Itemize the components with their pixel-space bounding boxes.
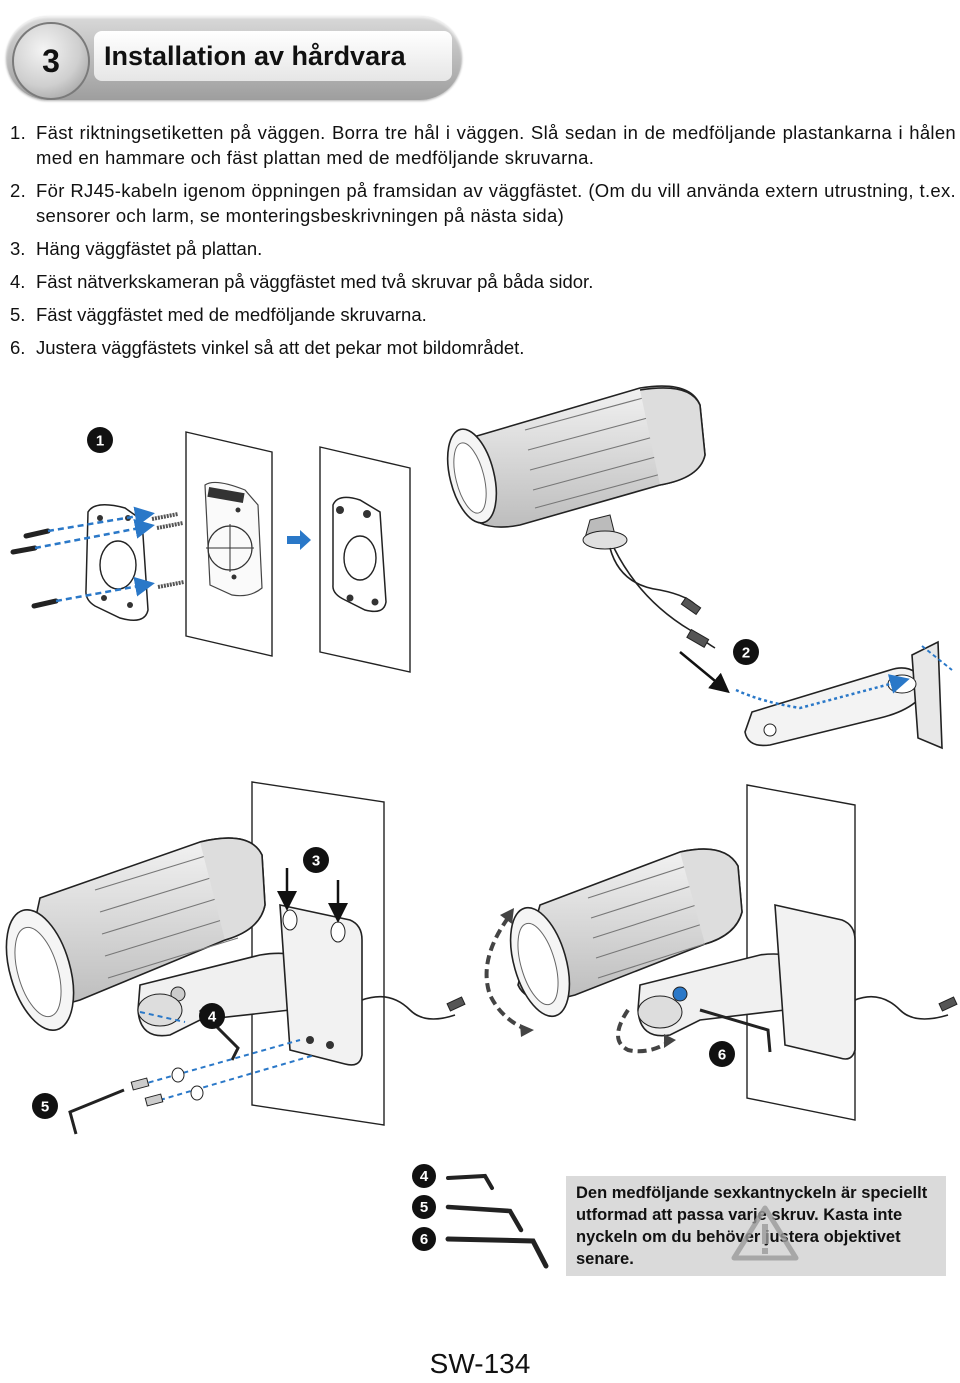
legend-key-5: 5 bbox=[412, 1195, 524, 1233]
hex-key-small-icon bbox=[446, 1173, 494, 1190]
step1-wall-right bbox=[319, 446, 411, 673]
step1-blue-guide-lines bbox=[34, 506, 155, 603]
step-3: 3.Häng väggfästet på plattan. bbox=[10, 238, 263, 259]
section-number-badge: 3 bbox=[12, 22, 90, 100]
step-4: 4.Fäst nätverkskameran på väggfästet med… bbox=[10, 271, 594, 292]
step6-bracket bbox=[637, 903, 958, 1060]
step2-camera bbox=[446, 385, 706, 550]
callout-2: 2 bbox=[733, 639, 759, 665]
step3-bracket bbox=[137, 903, 363, 1066]
rotate-arrowhead-bottom-icon bbox=[520, 1024, 534, 1037]
step3-camera bbox=[5, 837, 266, 1031]
step2-pointer-arrow bbox=[679, 651, 730, 694]
svg-text:5: 5 bbox=[420, 1199, 428, 1216]
hex-key-large-icon bbox=[445, 1236, 549, 1269]
step-5: 5.Fäst väggfästet med de medföljande skr… bbox=[10, 304, 427, 325]
section-title: Installation av hårdvara bbox=[94, 31, 452, 81]
callout-1: 1 bbox=[87, 427, 113, 453]
callout-3: 3 bbox=[303, 847, 329, 873]
svg-text:2: 2 bbox=[742, 645, 750, 662]
step2-blue-cable-path bbox=[735, 674, 910, 710]
step1-wall-left bbox=[185, 431, 273, 657]
legend-key-4: 4 bbox=[412, 1164, 494, 1190]
next-step-arrow-icon bbox=[287, 530, 311, 550]
instruction-list: 1.Fäst riktningsetiketten på väggen. Bor… bbox=[10, 120, 956, 368]
page-code: SW-134 bbox=[429, 1348, 531, 1379]
step-6: 6.Justera väggfästets vinkel så att det … bbox=[10, 337, 525, 358]
step2-cable bbox=[609, 547, 716, 649]
callout-6: 6 bbox=[709, 1041, 735, 1067]
svg-text:4: 4 bbox=[208, 1009, 217, 1026]
step5-screws-and-washers bbox=[68, 1067, 204, 1135]
step1-mount-plate bbox=[85, 504, 149, 621]
step3-cable bbox=[361, 995, 466, 1020]
svg-text:1: 1 bbox=[96, 433, 104, 450]
callout-4: 4 bbox=[199, 1003, 225, 1029]
hex-key-icon bbox=[68, 1088, 125, 1135]
step-1: 1.Fäst riktningsetiketten på väggen. Bor… bbox=[10, 122, 956, 168]
svg-text:5: 5 bbox=[41, 1099, 49, 1116]
step-2: 2.För RJ45-kabeln igenom öppningen på fr… bbox=[10, 180, 956, 226]
rotate-arrowhead-side-icon bbox=[664, 1034, 676, 1048]
callout-5: 5 bbox=[32, 1093, 58, 1119]
step1-screws bbox=[10, 512, 185, 609]
svg-text:4: 4 bbox=[420, 1168, 429, 1185]
hex-key-medium-icon bbox=[445, 1204, 524, 1233]
note-text: Den medföljande sexkantnyckeln är specie… bbox=[576, 1184, 928, 1268]
warning-icon bbox=[731, 1205, 799, 1261]
step4-blue-guide-lines bbox=[139, 1011, 316, 1101]
step6-camera bbox=[509, 848, 743, 1018]
svg-text:3: 3 bbox=[312, 853, 320, 870]
rotate-arrows-icon bbox=[484, 916, 674, 1054]
rotate-arrowhead-top-icon bbox=[500, 908, 514, 924]
svg-text:6: 6 bbox=[420, 1231, 428, 1248]
svg-text:6: 6 bbox=[718, 1047, 726, 1064]
legend-key-6: 6 bbox=[412, 1227, 549, 1269]
